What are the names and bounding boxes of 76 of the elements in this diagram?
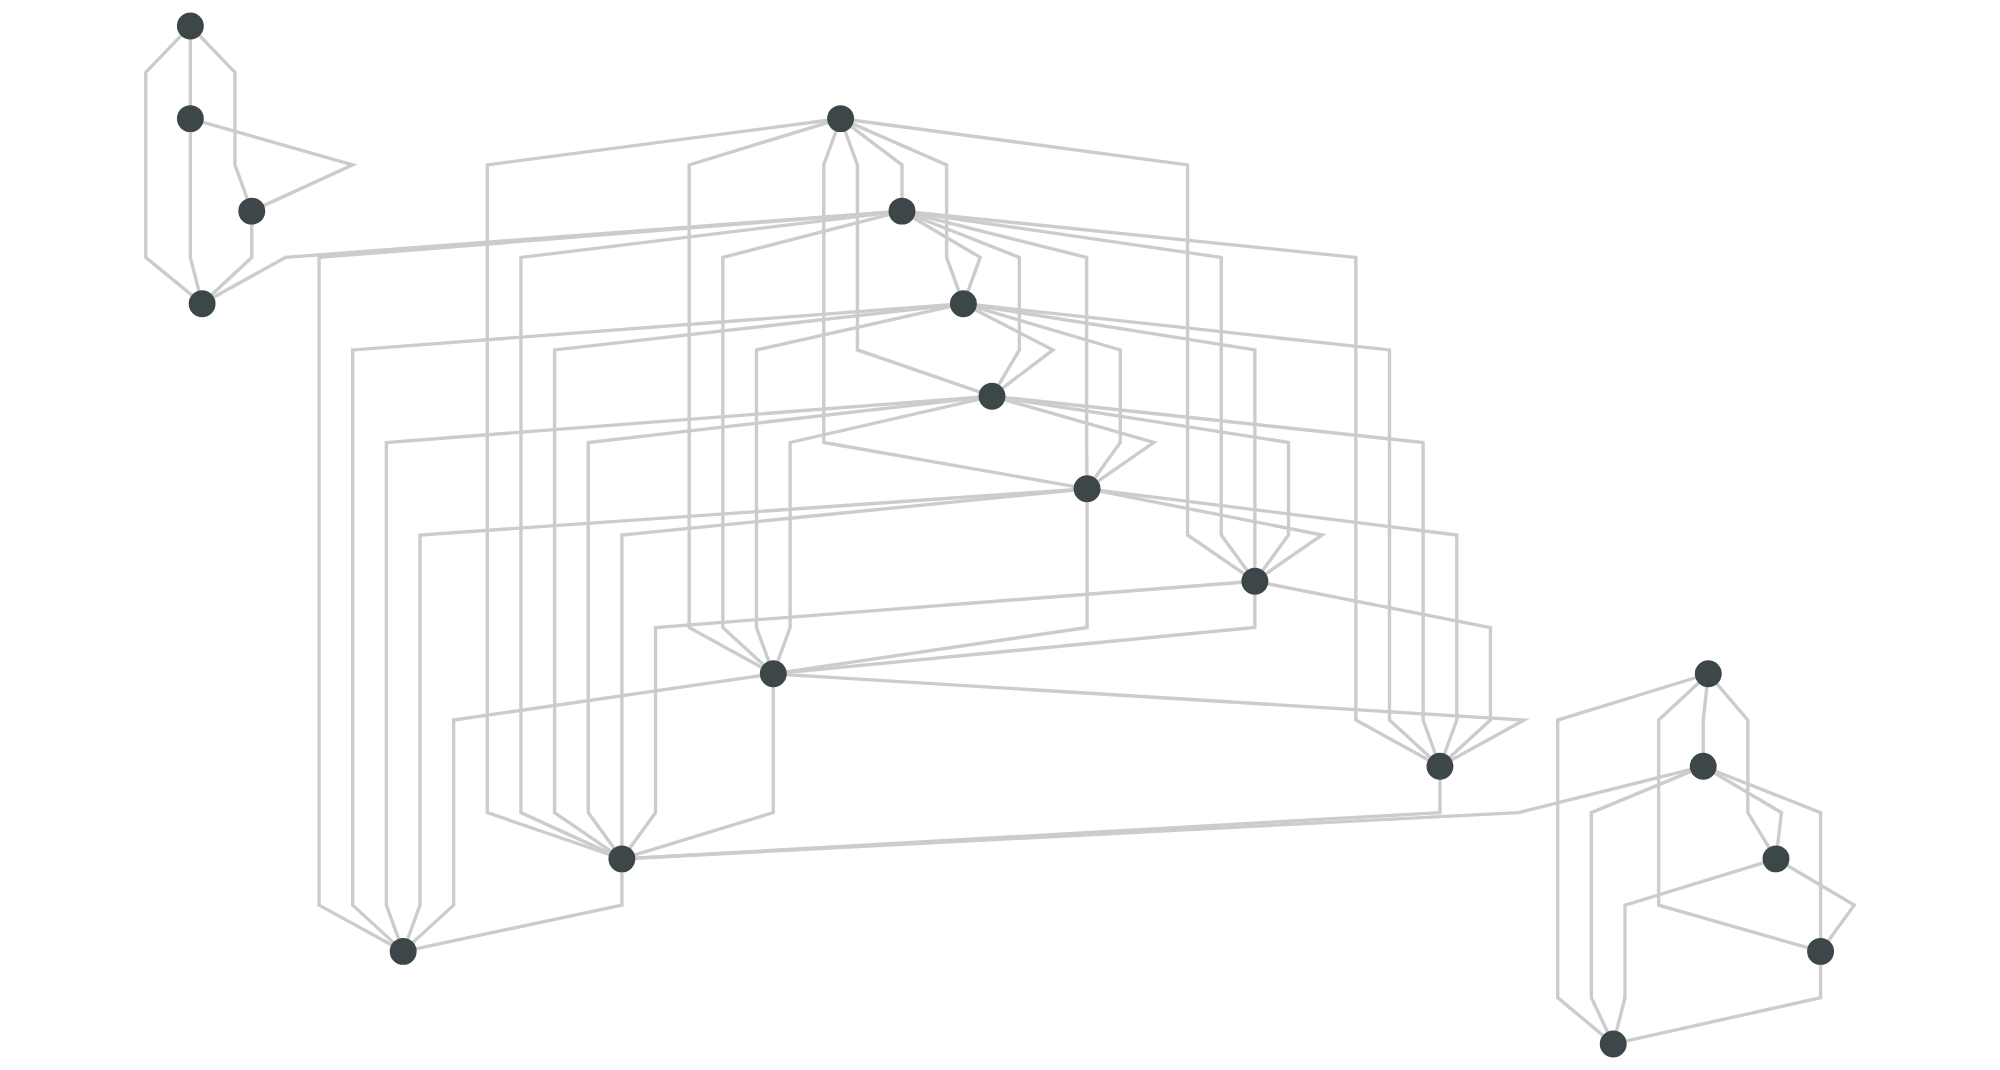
node-circle — [1689, 752, 1717, 780]
connector — [552, 303, 952, 854]
connector — [913, 212, 1089, 477]
connector — [1701, 686, 1709, 754]
connector — [1099, 488, 1459, 756]
node-circle — [978, 382, 1006, 410]
connector — [317, 210, 890, 947]
node-circle — [827, 105, 855, 133]
connector — [1099, 489, 1327, 576]
node-circle — [1762, 845, 1790, 873]
connector — [785, 672, 1530, 762]
connector — [687, 120, 829, 670]
connector — [785, 501, 1089, 674]
connector — [351, 302, 951, 945]
connector — [851, 122, 961, 293]
connector — [202, 120, 358, 208]
node-circle — [759, 660, 787, 688]
connector — [1715, 682, 1771, 849]
connector — [1625, 964, 1823, 1043]
node-circle — [1694, 660, 1722, 688]
connector — [405, 487, 1075, 941]
node-circle — [1426, 752, 1454, 780]
connector — [849, 124, 904, 199]
node-circle — [389, 937, 417, 965]
connector — [1657, 681, 1809, 950]
connector — [975, 305, 1122, 480]
node-circle — [949, 290, 977, 318]
connector — [519, 211, 890, 856]
connector — [586, 395, 980, 850]
connector — [913, 214, 1022, 387]
connector — [411, 673, 762, 945]
connector — [914, 210, 1430, 762]
node-circle — [1599, 1030, 1627, 1058]
connector — [212, 210, 890, 299]
node-circle — [1073, 475, 1101, 503]
connector — [1266, 582, 1493, 760]
connector — [633, 686, 775, 857]
connector — [1004, 396, 1291, 573]
connector — [485, 118, 829, 857]
connector — [785, 593, 1257, 675]
connector — [912, 216, 983, 293]
connector — [620, 488, 1075, 847]
node-circle — [238, 197, 266, 225]
node-circle — [176, 12, 204, 40]
connector — [188, 131, 201, 292]
connector — [776, 397, 981, 663]
connector — [822, 129, 1075, 489]
connector — [1004, 395, 1438, 756]
connector — [415, 871, 624, 951]
connector — [1714, 769, 1823, 939]
node-circle — [888, 197, 916, 225]
connector — [721, 212, 891, 667]
connector — [754, 304, 952, 663]
connector — [1556, 675, 1697, 1038]
connector — [843, 129, 981, 394]
node-circle — [1807, 937, 1835, 965]
connector — [1003, 398, 1158, 483]
connector — [975, 304, 1257, 569]
node-circle — [608, 845, 636, 873]
connector — [634, 767, 1692, 860]
connector — [144, 34, 194, 297]
connector — [384, 395, 980, 941]
connector — [1786, 863, 1857, 943]
connector — [627, 580, 1243, 850]
connector — [852, 118, 1246, 576]
node-circle — [176, 105, 204, 133]
connector — [210, 223, 254, 297]
connector — [188, 38, 193, 106]
node-circle — [188, 290, 216, 318]
connector — [975, 303, 1432, 760]
node-circle — [1241, 567, 1269, 595]
connector — [1713, 771, 1784, 847]
connector — [197, 34, 250, 200]
connector — [1614, 860, 1765, 1033]
connector — [1589, 769, 1693, 1034]
connector — [914, 211, 1249, 573]
